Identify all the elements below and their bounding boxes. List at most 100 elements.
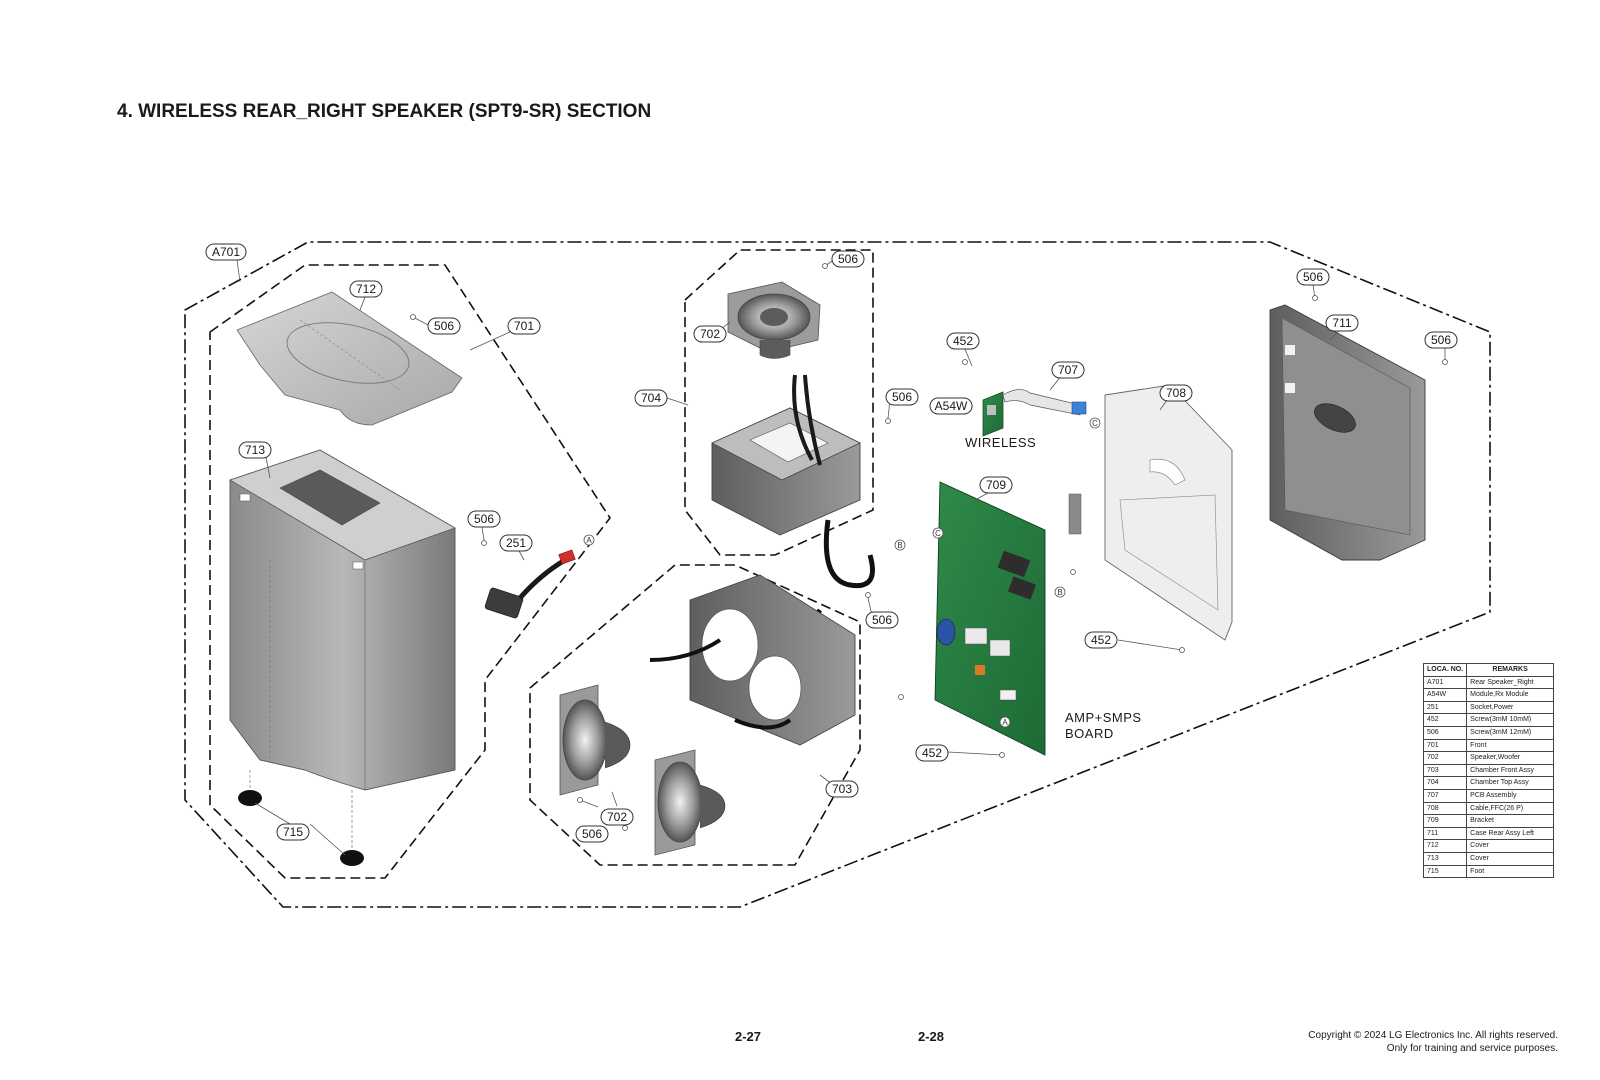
ref-marker-c-pcb: C xyxy=(932,527,944,539)
svg-text:452: 452 xyxy=(922,746,942,760)
svg-text:713: 713 xyxy=(245,443,265,457)
callout-707: 707 xyxy=(1051,361,1085,379)
callout-452-bracket: 452 xyxy=(1084,631,1118,649)
svg-text:B: B xyxy=(897,541,902,550)
ref-marker-b-pcb: B xyxy=(1054,586,1066,598)
svg-text:704: 704 xyxy=(641,391,661,405)
header-loca-no: LOCA. NO. xyxy=(1422,663,1468,677)
callout-506-rear-left: 506 xyxy=(1296,268,1330,286)
chamber-front-boundary xyxy=(529,564,861,866)
svg-text:701: 701 xyxy=(514,319,534,333)
page-number-left: 2-27 xyxy=(735,1029,762,1044)
remark: Cover xyxy=(1466,839,1554,853)
remark: Speaker,Woofer xyxy=(1466,751,1554,765)
power-socket-251 xyxy=(484,549,576,619)
label-wireless: WIRELESS xyxy=(965,435,1036,450)
loc-no: 702 xyxy=(1422,751,1468,765)
loc-no: 707 xyxy=(1422,788,1468,803)
callout-506-bottom: 506 xyxy=(575,825,609,843)
svg-text:712: 712 xyxy=(356,282,376,296)
svg-text:A54W: A54W xyxy=(935,399,968,413)
svg-text:251: 251 xyxy=(506,536,526,550)
svg-text:506: 506 xyxy=(474,512,494,526)
loc-no: A701 xyxy=(1422,675,1468,690)
assembly-boundary xyxy=(184,241,1491,908)
remark: Case Rear Assy Left xyxy=(1466,826,1554,841)
woofer-cable xyxy=(823,519,875,589)
callout-708: 708 xyxy=(1159,384,1193,402)
loc-no: 251 xyxy=(1422,700,1468,715)
callout-702-top: 702 xyxy=(693,325,727,343)
loc-no: 506 xyxy=(1422,725,1468,740)
svg-text:711: 711 xyxy=(1332,316,1351,330)
callout-506-socket: 506 xyxy=(467,510,501,528)
callout-709: 709 xyxy=(979,476,1013,494)
svg-text:452: 452 xyxy=(1091,633,1111,647)
callout-704: 704 xyxy=(634,389,668,407)
loc-no: 701 xyxy=(1422,738,1468,753)
chamber-top-boundary xyxy=(684,249,874,556)
svg-text:A701: A701 xyxy=(212,245,240,259)
header-remarks: REMARKS xyxy=(1466,663,1554,677)
svg-text:506: 506 xyxy=(582,827,602,841)
svg-text:A: A xyxy=(586,536,592,545)
woofer-702-lower-left xyxy=(559,684,631,796)
svg-text:707: 707 xyxy=(1058,363,1078,377)
ffc-cable-707 xyxy=(1002,389,1087,416)
remark: Socket,Power xyxy=(1466,700,1554,715)
callout-701: 701 xyxy=(507,317,541,335)
callout-715: 715 xyxy=(276,823,310,841)
foot-715 xyxy=(238,770,364,866)
pcb-amp-smps-709 xyxy=(934,481,1046,756)
callout-a701: A701 xyxy=(205,243,247,261)
loc-no: 713 xyxy=(1422,851,1468,866)
svg-text:506: 506 xyxy=(838,252,858,266)
remark: Foot xyxy=(1466,864,1554,879)
copyright-notice: Copyright © 2024 LG Electronics Inc. All… xyxy=(1308,1029,1558,1055)
svg-text:C: C xyxy=(935,529,941,538)
copyright-line: Copyright © 2024 LG Electronics Inc. All… xyxy=(1308,1030,1558,1041)
svg-text:703: 703 xyxy=(832,782,852,796)
svg-text:506: 506 xyxy=(1303,270,1323,284)
svg-text:702: 702 xyxy=(607,810,627,824)
svg-text:A: A xyxy=(1002,718,1008,727)
callout-506-chamber-side: 506 xyxy=(885,388,919,406)
remark: Screw(3mM 10mM) xyxy=(1466,713,1554,727)
callout-452-bottom: 452 xyxy=(915,744,949,762)
ref-marker-c-cable: C xyxy=(1089,417,1101,429)
remark: Cover xyxy=(1466,851,1554,866)
svg-text:506: 506 xyxy=(434,319,454,333)
callout-711: 711 xyxy=(1325,314,1359,332)
page-number-right: 2-28 xyxy=(918,1029,945,1044)
remark: Bracket xyxy=(1466,814,1554,828)
remark: Chamber Top Assy xyxy=(1466,776,1554,790)
screw-markers xyxy=(410,263,1448,831)
front-boundary xyxy=(209,264,611,879)
loc-no: 703 xyxy=(1422,763,1468,778)
remark: Rear Speaker_Right xyxy=(1466,675,1554,690)
remark: PCB Assembly xyxy=(1466,788,1554,803)
callout-506-chamber-top: 506 xyxy=(831,250,865,268)
top-cover-712 xyxy=(236,291,463,426)
loc-no: 712 xyxy=(1422,839,1468,853)
svg-text:702: 702 xyxy=(700,327,720,341)
chamber-top-704 xyxy=(711,374,861,536)
callout-506-chamber-front: 506 xyxy=(865,611,899,629)
svg-text:506: 506 xyxy=(1431,333,1451,347)
ref-marker-a-pcb: A xyxy=(999,716,1011,728)
remark: Chamber Front Assy xyxy=(1466,763,1554,778)
svg-text:B: B xyxy=(1057,588,1062,597)
wireless-module-a54w xyxy=(982,391,1004,437)
